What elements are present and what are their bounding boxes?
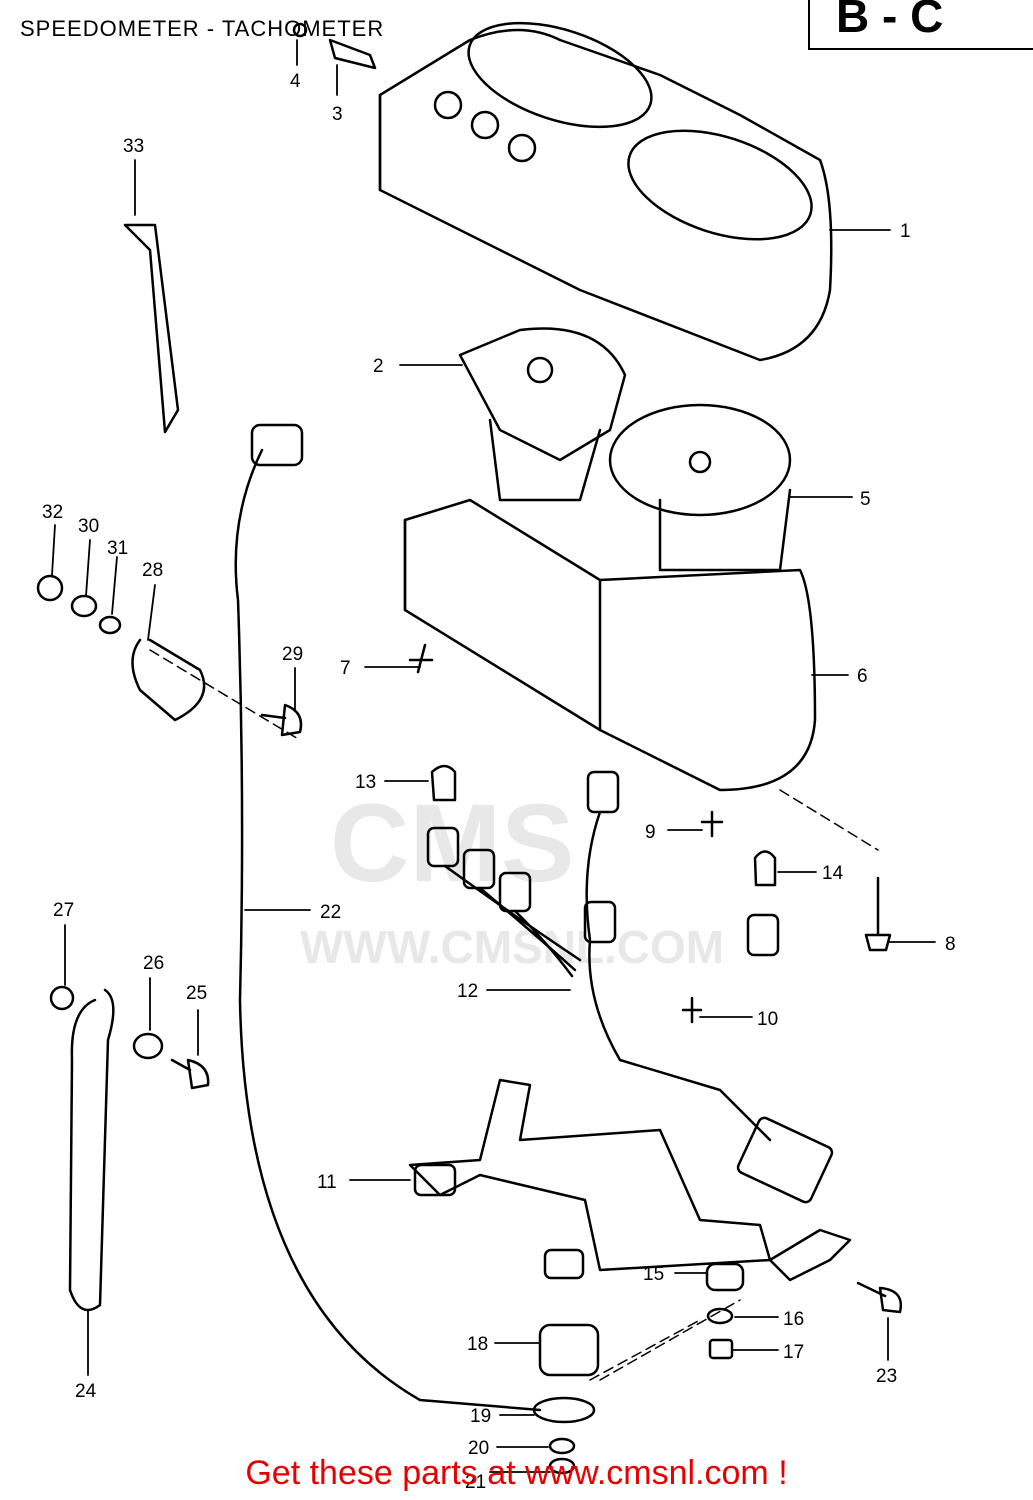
callout-11: 11	[317, 1172, 337, 1193]
callout-19: 19	[470, 1406, 491, 1427]
screw-10	[681, 996, 703, 1024]
grommet-15	[705, 1262, 745, 1292]
callout-7: 7	[340, 658, 351, 679]
screw-25	[170, 1058, 210, 1090]
leader-lines	[51, 39, 936, 1473]
callout-22: 22	[320, 902, 341, 923]
nut-17	[708, 1338, 734, 1360]
callout-8: 8	[945, 934, 956, 955]
screw-29	[260, 703, 303, 737]
callout-15: 15	[643, 1264, 664, 1285]
callout-27: 27	[53, 900, 74, 921]
washer-30	[70, 594, 98, 618]
tie-strap	[123, 223, 180, 434]
bulb-13	[430, 764, 457, 802]
washer-31	[98, 615, 122, 635]
callout-30: 30	[78, 516, 99, 537]
callout-16: 16	[783, 1309, 804, 1330]
meter-lower-case	[403, 498, 817, 792]
callout-29: 29	[282, 644, 303, 665]
screw-4	[292, 22, 308, 38]
bracket-stud	[543, 1248, 585, 1280]
bracket-stud-11	[413, 1163, 457, 1197]
watermark-url: WWW.CMSNL.COM	[300, 921, 725, 973]
washer-19	[532, 1396, 596, 1424]
promo-link[interactable]: Get these parts at www.cmsnl.com !	[245, 1454, 788, 1492]
callout-4: 4	[290, 71, 301, 92]
harness-connector	[736, 1116, 834, 1204]
section-corner-mark: B - C	[808, 0, 1033, 50]
washer-26	[132, 1032, 164, 1060]
band-24	[68, 988, 115, 1312]
nut-27	[49, 985, 75, 1011]
bulb-14	[753, 850, 777, 887]
callout-1: 1	[900, 221, 911, 242]
washer-20	[548, 1437, 576, 1455]
screw-9	[700, 810, 724, 838]
bolt-23	[856, 1281, 903, 1314]
callout-17: 17	[783, 1342, 804, 1363]
nut-32	[36, 574, 64, 602]
callout-12: 12	[457, 981, 478, 1002]
callout-labels: 1 2 3 4 5 6 7 8 9 10 11 12 13 14 15 16 1…	[42, 71, 956, 1493]
diagram-title: SPEEDOMETER - TACHOMETER	[20, 16, 385, 41]
bulb-sockets	[426, 770, 780, 1142]
cushion-18	[538, 1323, 600, 1377]
tachometer-dial	[608, 403, 792, 572]
meter-bracket	[408, 1078, 772, 1272]
meter-case-cover	[378, 21, 833, 362]
callout-32: 32	[42, 502, 63, 523]
callout-3: 3	[332, 104, 343, 125]
callout-28: 28	[142, 560, 163, 581]
speedometer-dial	[458, 327, 627, 502]
callout-6: 6	[857, 666, 868, 687]
callout-25: 25	[186, 983, 207, 1004]
assembly-line	[149, 649, 879, 1381]
nut-21	[548, 1457, 576, 1475]
speedometer-cable	[234, 423, 542, 1412]
callout-24: 24	[75, 1381, 97, 1402]
callout-14: 14	[822, 863, 844, 884]
callout-33: 33	[123, 136, 144, 157]
callout-13: 13	[355, 772, 376, 793]
callout-31: 31	[107, 538, 128, 559]
callout-5: 5	[860, 489, 871, 510]
callout-21: 21	[465, 1472, 486, 1493]
callout-18: 18	[467, 1334, 488, 1355]
callout-26: 26	[143, 953, 164, 974]
callout-23: 23	[876, 1366, 897, 1387]
watermark-logo: CMS	[330, 782, 575, 905]
sensor-probe	[768, 1228, 852, 1282]
cable-clamp	[131, 638, 206, 722]
callout-20: 20	[468, 1438, 489, 1459]
washer-16	[706, 1307, 734, 1325]
callout-2: 2	[373, 356, 384, 377]
meter-bulb-3	[328, 38, 377, 70]
screw-7	[408, 643, 434, 674]
bolt-8	[864, 876, 892, 952]
callout-10: 10	[757, 1009, 778, 1030]
callout-9: 9	[645, 822, 656, 843]
